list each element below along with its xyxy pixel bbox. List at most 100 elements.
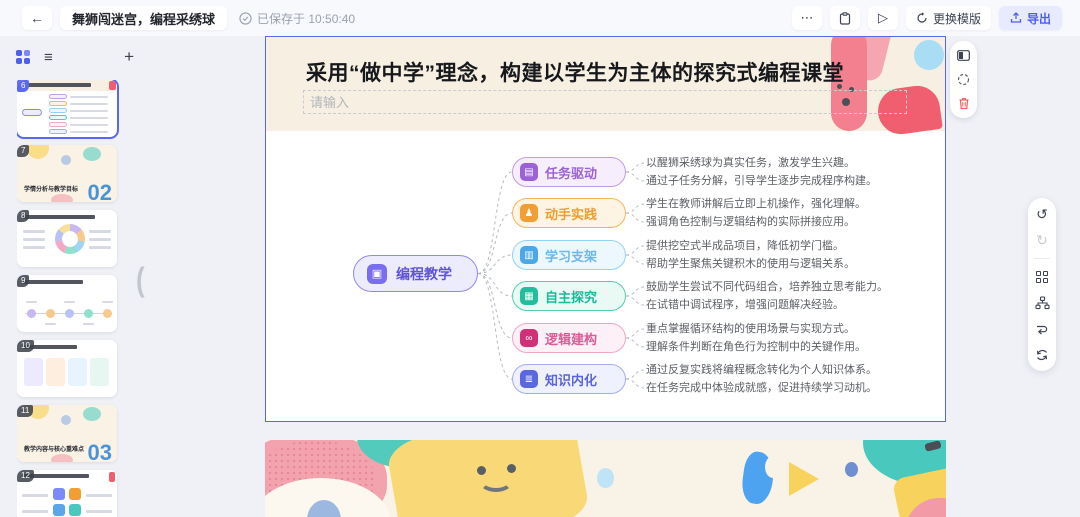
mindmap-branch-node[interactable]: ≣ 知识内化 [512, 364, 626, 394]
decor-dot [837, 84, 842, 89]
slide-number-badge: 10 [17, 340, 34, 352]
branch-label: 逻辑建构 [545, 331, 598, 347]
redo-icon[interactable]: ↻ [1036, 231, 1048, 248]
branch-label: 学习支架 [545, 248, 598, 264]
bullet-line[interactable]: 通过子任务分解，引导学生逐步完成程序构建。 [646, 175, 877, 187]
slide-number-badge: 7 [17, 145, 30, 157]
slide-thumbnail-10[interactable]: 10 [17, 340, 117, 397]
add-slide-button[interactable]: + [124, 47, 134, 66]
editor-toolbar: ↺ ↻ [1028, 198, 1056, 371]
bullet-line[interactable]: 以醒狮采绣球为真实任务，激发学生兴趣。 [646, 157, 855, 169]
bullet-line[interactable]: 在任务完成中体验成就感，促进持续学习动机。 [646, 382, 877, 394]
branch-bullets: 重点掌握循环结构的使用场景与实现方式。理解条件判断在角色行为控制中的关键作用。 [646, 320, 941, 356]
delete-slide-icon[interactable] [956, 96, 971, 111]
branch-label: 自主探究 [545, 289, 598, 305]
thumbnail-preview [17, 340, 117, 397]
check-circle-icon [239, 11, 252, 25]
thumbnail-preview [17, 275, 117, 332]
mindmap-branch-node[interactable]: ♟动手实践 [512, 198, 626, 228]
apps-grid-icon[interactable] [16, 50, 30, 64]
bullet-line[interactable]: 重点掌握循环结构的使用场景与实现方式。 [646, 323, 855, 335]
top-bar: ← 舞狮闯迷宫，编程采绣球 已保存于 10:50:40 ⋯ ▷ 更换模版 导出 [0, 0, 1080, 36]
slide-number-badge: 9 [17, 275, 30, 287]
slide-thumbnail-6[interactable]: 6 [17, 80, 119, 139]
branch-bullets: 通过反复实践将编程概念转化为个人知识体系。在任务完成中体验成就感，促进持续学习动… [646, 361, 941, 397]
smiley-eye [477, 466, 486, 475]
slide-thumbnail-11[interactable]: 11 教学内容与核心重难点 03 [17, 405, 117, 462]
branch-label: 任务驱动 [545, 165, 598, 181]
bullet-line[interactable]: 强调角色控制与逻辑结构的实际拼接应用。 [646, 216, 855, 228]
mindmap-branch-node[interactable]: ∞ 逻辑建构 [512, 323, 626, 353]
regenerate-icon[interactable] [956, 72, 971, 87]
export-label: 导出 [1026, 11, 1051, 26]
sidebar-collapse-handle[interactable]: ( [136, 259, 145, 299]
bullet-line[interactable]: 提供挖空式半成品项目，降低初学门槛。 [646, 240, 844, 252]
layout-grid-icon[interactable] [1034, 269, 1050, 285]
back-button[interactable]: ← [22, 6, 52, 30]
refresh-icon [917, 12, 927, 23]
bullet-line[interactable]: 通过反复实践将编程概念转化为个人知识体系。 [646, 364, 877, 376]
slide-number-badge: 12 [17, 470, 34, 482]
change-template-button[interactable]: 更换模版 [905, 6, 991, 30]
thumbnail-preview [17, 470, 117, 517]
branch-label: 动手实践 [545, 206, 598, 222]
thumbnail-title: 教学内容与核心重难点 [24, 447, 85, 453]
slide-title[interactable]: 采用“做中学”理念，构建以学生为主体的探究式编程课堂 [306, 62, 844, 85]
flow-icon[interactable] [1034, 321, 1050, 337]
decor-blue-squiggle [765, 456, 781, 478]
smiley-mouth [479, 470, 513, 492]
slide-canvas[interactable]: 采用“做中学”理念，构建以学生为主体的探究式编程课堂 ▣ 编程教学 ▤任务驱动以… [265, 36, 946, 422]
bullet-line[interactable]: 帮助学生聚焦关键积木的使用与逻辑关系。 [646, 258, 855, 270]
branch-bullets: 提供挖空式半成品项目，降低初学门槛。帮助学生聚焦关键积木的使用与逻辑关系。 [646, 237, 941, 273]
briefcase-icon: ▣ [367, 263, 387, 284]
slide-toolbar [950, 41, 977, 118]
clipboard-button[interactable] [829, 6, 860, 30]
bullet-line[interactable]: 在试错中调试程序，增强问题解决经验。 [646, 299, 844, 311]
decor-yellow-triangle [789, 462, 819, 496]
more-button[interactable]: ⋯ [791, 6, 822, 30]
branch-bullets: 以醒狮采绣球为真实任务，激发学生兴趣。通过子任务分解，引导学生逐步完成程序构建。 [646, 154, 941, 190]
link-icon: ∞ [520, 329, 538, 347]
menu-icon[interactable]: ≡ [44, 48, 53, 66]
next-slide-preview[interactable] [265, 440, 946, 517]
export-button[interactable]: 导出 [998, 6, 1062, 30]
mindmap-branch-node[interactable]: ▦ 自主探究 [512, 281, 626, 311]
calendar-plus-icon: ▦ [520, 287, 538, 305]
decor-lightblue-dot [597, 468, 614, 488]
thumbnail-preview: 教学内容与核心重难点 03 [17, 405, 117, 462]
undo-icon[interactable]: ↺ [1036, 205, 1048, 222]
layout-panel-icon[interactable] [956, 48, 971, 63]
structure-icon[interactable] [1034, 295, 1050, 311]
document-title[interactable]: 舞狮闯迷宫，编程采绣球 [60, 6, 228, 30]
toolbar-divider [1034, 258, 1050, 259]
sync-icon[interactable] [1034, 347, 1050, 363]
slide-thumbnail-8[interactable]: 8 [17, 210, 117, 267]
mindmap-branch-node[interactable]: ▥ 学习支架 [512, 240, 626, 270]
notebook-icon: ▥ [520, 246, 538, 264]
slide-thumbnail-7[interactable]: 7 学情分析与教学目标 02 [17, 145, 117, 202]
present-button[interactable]: ▷ [867, 6, 898, 30]
thumbnail-section-number: 02 [87, 180, 112, 202]
thumbnail-section-number: 03 [87, 440, 112, 462]
slide-subtitle-input[interactable] [303, 90, 907, 114]
bullet-line[interactable]: 鼓励学生尝试不同代码组合，培养独立思考能力。 [646, 281, 888, 293]
decor-blue-circle [914, 40, 944, 70]
branch-bullets: 学生在教师讲解后立即上机操作，强化理解。强调角色控制与逻辑结构的实际拼接应用。 [646, 195, 941, 231]
document-icon: ≣ [520, 370, 538, 388]
save-status: 已保存于 10:50:40 [239, 10, 355, 27]
mindmap-root-node[interactable]: ▣ 编程教学 [353, 255, 478, 292]
thumbnail-preview [17, 210, 117, 267]
mindmap-branch-node[interactable]: ▤任务驱动 [512, 157, 626, 187]
branch-label: 知识内化 [545, 372, 598, 388]
slide-thumbnail-12[interactable]: 12 [17, 470, 117, 517]
slide-number-badge: 6 [17, 80, 30, 92]
slide-header-band [266, 37, 945, 138]
slide-thumbnail-9[interactable]: 9 [17, 275, 117, 332]
export-icon [1010, 12, 1022, 23]
bullet-line[interactable]: 学生在教师讲解后立即上机操作，强化理解。 [646, 198, 866, 210]
bullet-line[interactable]: 理解条件判断在角色行为控制中的关键作用。 [646, 341, 866, 353]
thumbnail-preview: 学情分析与教学目标 02 [17, 145, 117, 202]
decor-dot [849, 87, 854, 92]
slide-thumbnail-list: 6 7 学情分析与教学目标 02 8 9 10 11 教学内容与核心重难点 03 12 [17, 80, 121, 517]
save-status-text: 已保存于 10:50:40 [257, 11, 356, 26]
